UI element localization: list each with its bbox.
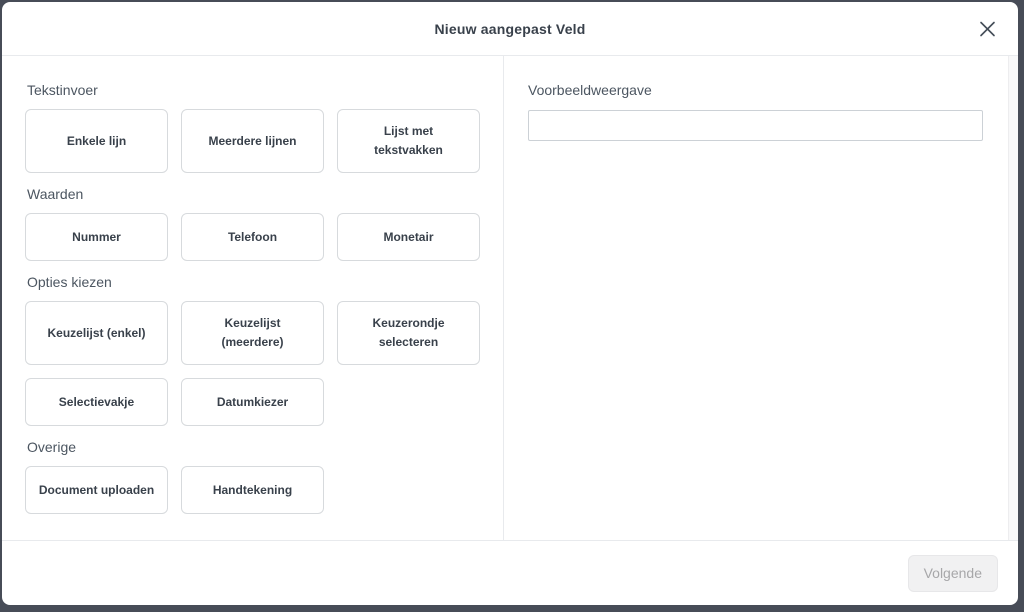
field-type-lijst-met-tekstvakken[interactable]: Lijst met tekstvakken — [337, 109, 480, 173]
preview-label: Voorbeeldweergave — [528, 82, 652, 98]
next-button[interactable]: Volgende — [907, 554, 998, 592]
section-label-opties-kiezen: Opties kiezen — [27, 274, 112, 290]
section-label-overige: Overige — [27, 439, 77, 455]
section-opties-kiezen: Opties kiezen Keuzelijst (enkel) Keuzeli… — [25, 274, 503, 426]
field-type-document-uploaden[interactable]: Document uploaden — [25, 466, 168, 514]
section-waarden: Waarden Nummer Telefoon Monetair — [25, 186, 503, 261]
close-icon — [980, 21, 995, 36]
field-type-datumkiezer[interactable]: Datumkiezer — [181, 378, 324, 426]
field-type-monetair[interactable]: Monetair — [337, 213, 480, 261]
field-type-meerdere-lijnen[interactable]: Meerdere lijnen — [181, 109, 324, 173]
dialog-title: Nieuw aangepast Veld — [434, 20, 586, 37]
section-tekstinvoer: Tekstinvoer Enkele lijn Meerdere lijnen … — [25, 82, 503, 173]
button-row: Document uploaden Handtekening — [25, 466, 480, 514]
preview-input[interactable] — [528, 110, 983, 141]
new-custom-field-dialog: Nieuw aangepast Veld Tekstinvoer Enkele … — [2, 2, 1018, 605]
field-type-panel: Tekstinvoer Enkele lijn Meerdere lijnen … — [2, 56, 504, 540]
field-type-keuzelijst-meerdere[interactable]: Keuzelijst (meerdere) — [181, 301, 324, 365]
dialog-header: Nieuw aangepast Veld — [2, 2, 1018, 56]
section-label-tekstinvoer: Tekstinvoer — [27, 82, 98, 98]
field-type-keuzelijst-enkel[interactable]: Keuzelijst (enkel) — [25, 301, 168, 365]
field-type-selectievakje[interactable]: Selectievakje — [25, 378, 168, 426]
preview-panel: Voorbeeldweergave — [504, 56, 1018, 540]
dialog-footer: Volgende — [2, 540, 1018, 605]
dialog-body: Tekstinvoer Enkele lijn Meerdere lijnen … — [2, 56, 1018, 540]
section-label-waarden: Waarden — [27, 186, 84, 202]
field-type-nummer[interactable]: Nummer — [25, 213, 168, 261]
field-type-keuzerondje-selecteren[interactable]: Keuzerondje selecteren — [337, 301, 480, 365]
button-row: Enkele lijn Meerdere lijnen Lijst met te… — [25, 109, 480, 173]
field-type-handtekening[interactable]: Handtekening — [181, 466, 324, 514]
field-type-enkele-lijn[interactable]: Enkele lijn — [25, 109, 168, 173]
close-button[interactable] — [973, 14, 1002, 43]
scrollbar[interactable] — [1008, 56, 1018, 540]
button-row: Keuzelijst (enkel) Keuzelijst (meerdere)… — [25, 301, 480, 426]
field-type-telefoon[interactable]: Telefoon — [181, 213, 324, 261]
section-overige: Overige Document uploaden Handtekening — [25, 439, 503, 514]
button-row: Nummer Telefoon Monetair — [25, 213, 480, 261]
